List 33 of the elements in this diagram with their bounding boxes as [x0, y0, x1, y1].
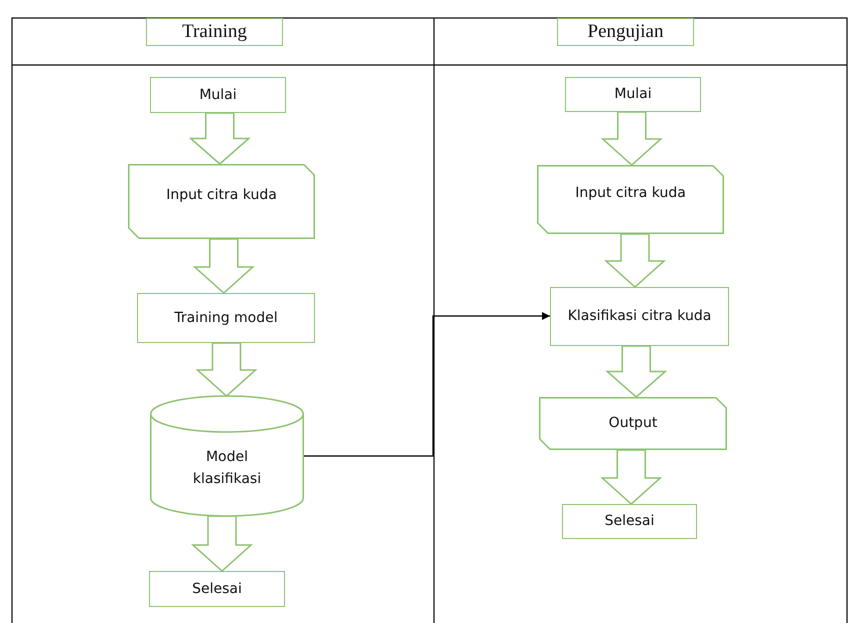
- node-label: Training model: [174, 308, 278, 328]
- process-box: [562, 504, 697, 539]
- io-card: [128, 164, 315, 239]
- io-card: [539, 397, 727, 450]
- block-arrow: [600, 449, 662, 505]
- node-label: Mulai: [199, 86, 237, 105]
- io-card: [537, 165, 724, 234]
- node-label: Selesai: [604, 512, 654, 532]
- block-arrow: [191, 515, 253, 572]
- node-label: Mulai: [614, 85, 652, 104]
- node-label: Input citra kuda: [166, 186, 277, 206]
- block-arrow: [600, 111, 663, 166]
- block-arrow: [605, 345, 668, 398]
- lane-header: [557, 18, 694, 46]
- process-box: [550, 287, 729, 346]
- lane-header: [146, 18, 283, 46]
- block-arrow: [192, 238, 255, 294]
- process-box: [149, 571, 285, 607]
- database-cylinder: [150, 396, 304, 516]
- process-box: [150, 77, 286, 113]
- block-arrow: [196, 342, 258, 397]
- node-label: Klasifikasi citra kuda: [566, 307, 712, 326]
- block-arrow: [604, 233, 666, 288]
- node-label: Output: [608, 414, 658, 434]
- process-box: [565, 77, 701, 112]
- node-label: Input citra kuda: [575, 184, 686, 204]
- node-label: Selesai: [192, 580, 242, 599]
- connector-arrow: [304, 312, 550, 457]
- node-label: Model klasifikasi: [192, 448, 262, 489]
- process-box: [137, 293, 315, 343]
- lane-title: Pengujian: [588, 20, 664, 44]
- lane-title: Training: [182, 20, 247, 44]
- block-arrow: [188, 112, 251, 165]
